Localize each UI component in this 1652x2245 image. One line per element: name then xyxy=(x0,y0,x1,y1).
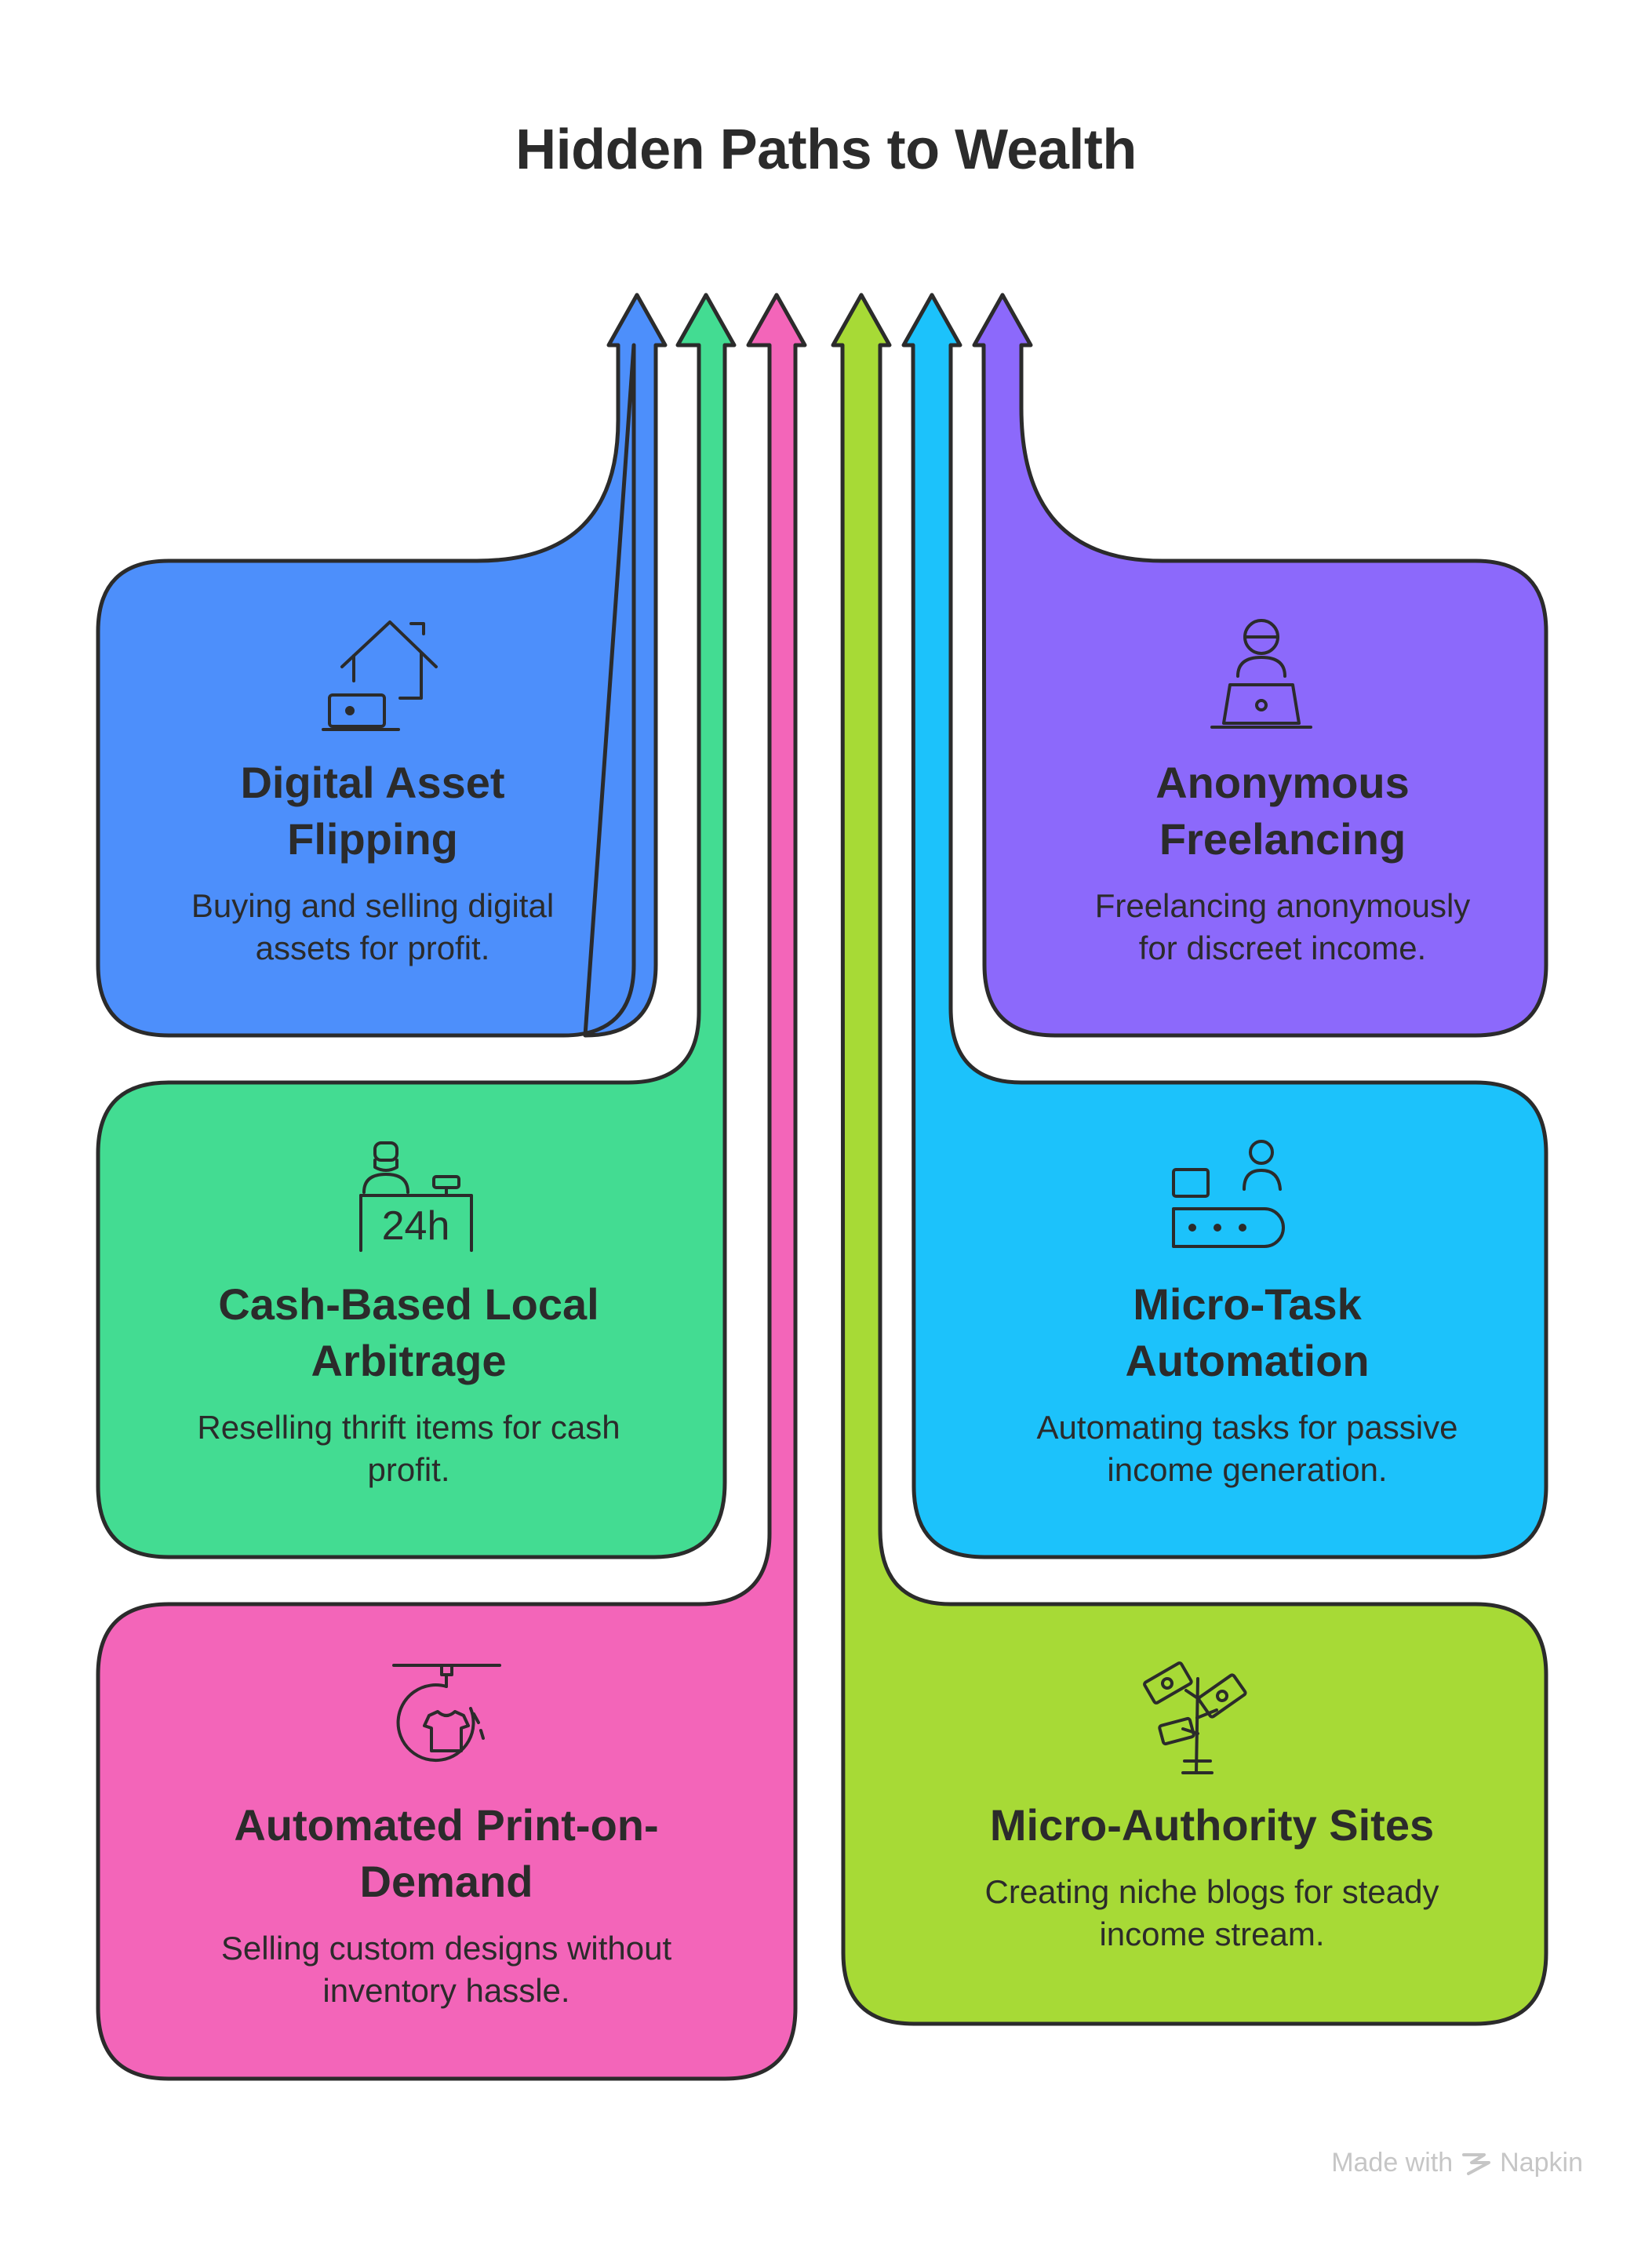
made-with-label: Made with xyxy=(1331,2148,1454,2178)
card-title-line: Demand xyxy=(359,1857,533,1906)
path-shape-digital-asset-flipping xyxy=(96,293,668,1038)
path-shape-anonymous-freelancing xyxy=(972,293,1548,1038)
card-title-line: Anonymous xyxy=(1155,758,1410,807)
path-card-anonymous-freelancing: Anonymous Freelancing Freelancing anonym… xyxy=(1028,755,1537,970)
card-description-line: Buying and selling digital xyxy=(191,887,555,924)
card-description-line: for discreet income. xyxy=(1138,930,1427,966)
tshirt-print-icon xyxy=(392,1664,501,1763)
card-description-line: assets for profit. xyxy=(255,930,490,966)
napkin-logo-icon xyxy=(1462,2152,1491,2175)
card-description-line: profit. xyxy=(367,1451,450,1488)
path-shape-automated-print-on-demand xyxy=(96,293,807,2081)
path-card-cash-based-local-arbitrage: Cash-Based Local Arbitrage Reselling thr… xyxy=(110,1276,708,1491)
24h-shop-icon: 24h xyxy=(359,1141,473,1252)
card-description-line: Automating tasks for passive xyxy=(1036,1409,1458,1446)
card-description-line: Creating niche blogs for steady xyxy=(984,1873,1439,1910)
path-card-micro-authority-sites: Micro-Authority Sites Creating niche blo… xyxy=(886,1797,1537,1956)
card-title-line: Digital Asset xyxy=(240,758,505,807)
page-title: Hidden Paths to Wealth xyxy=(515,118,1137,181)
card-title-line: Automation xyxy=(1125,1336,1370,1385)
house-laptop-icon xyxy=(322,620,438,731)
money-plant-icon xyxy=(1143,1661,1247,1774)
card-description-line: inventory hassle. xyxy=(322,1972,570,2009)
napkin-brand-label: Napkin xyxy=(1500,2148,1583,2178)
path-card-automated-print-on-demand: Automated Print-on- Demand Selling custo… xyxy=(110,1797,783,2012)
person-laptop-icon xyxy=(1210,619,1312,729)
card-description-line: income generation. xyxy=(1107,1451,1388,1488)
card-title-line: Flipping xyxy=(287,814,458,864)
card-title-line: Automated Print-on- xyxy=(234,1800,659,1850)
card-description-line: Selling custom designs without xyxy=(220,1930,672,1967)
path-shape-micro-task-automation xyxy=(901,293,1548,1559)
path-card-micro-task-automation: Micro-Task Automation Automating tasks f… xyxy=(957,1276,1537,1491)
path-card-digital-asset-flipping: Digital Asset Flipping Buying and sellin… xyxy=(110,755,635,970)
card-title-line: Arbitrage xyxy=(311,1336,507,1385)
card-description-line: income stream. xyxy=(1099,1916,1325,1952)
path-shape-cash-based-local-arbitrage xyxy=(96,293,737,1559)
card-description-line: Reselling thrift items for cash xyxy=(197,1409,620,1446)
card-title-line: Freelancing xyxy=(1159,814,1406,864)
svg-text:24h: 24h xyxy=(382,1203,450,1249)
conveyor-worker-icon xyxy=(1172,1140,1285,1248)
card-description-line: Freelancing anonymously xyxy=(1094,887,1471,924)
card-title-line: Micro-Authority Sites xyxy=(989,1800,1435,1850)
card-title-line: Cash-Based Local xyxy=(218,1279,599,1329)
made-with-napkin-footer: Made with Napkin xyxy=(1331,2148,1583,2178)
card-title-line: Micro-Task xyxy=(1133,1279,1362,1329)
